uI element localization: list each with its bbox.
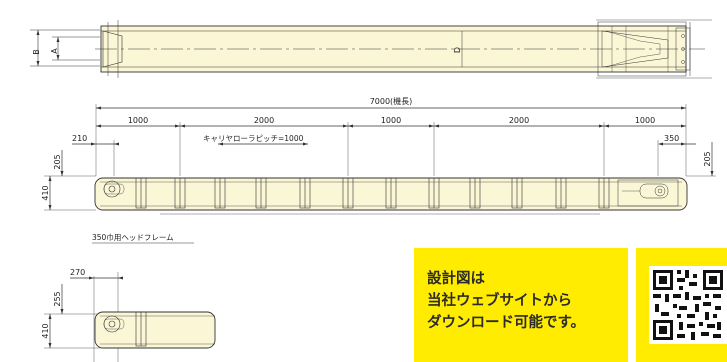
qr-code-icon[interactable] [649,266,727,344]
overall-length-label: 7000(機長) [370,96,413,106]
dim-b-label: B [32,49,41,55]
left-offset-label: 210 [72,134,87,143]
download-promo-box: 設計図は 当社ウェブサイトから ダウンロード可能です。 [414,248,628,362]
top-view [30,19,712,79]
dim-d-label: D [453,47,462,53]
head-height-upper-label: 255 [53,291,62,306]
head-height-total-label: 410 [41,323,50,338]
promo-text: 設計図は 当社ウェブサイトから ダウンロード可能です。 [427,268,585,334]
segment-label-2: 2000 [254,116,274,125]
segment-label-4: 2000 [509,116,529,125]
qr-panel [636,248,727,362]
segment-label-5: 1000 [635,116,655,125]
segment-label-1: 1000 [128,116,148,125]
segment-label-3: 1000 [381,116,401,125]
promo-line-2: 当社ウェブサイトから [427,293,572,309]
promo-line-3: ダウンロード可能です。 [427,315,586,331]
height-left-total-label: 410 [41,185,50,200]
head-frame-title: 350巾用ヘッドフレーム [92,232,174,242]
dim-a-label: A [50,48,59,54]
height-right-upper-label: 205 [703,151,712,166]
head-width-label: 270 [70,268,85,277]
right-offset-label: 350 [664,134,679,143]
head-frame-view [44,272,216,362]
height-left-upper-label: 205 [53,154,62,169]
side-view [44,104,716,215]
carrier-pitch-label: キャリヤローラピッチ=1000 [203,134,304,143]
promo-line-1: 設計図は [427,271,485,287]
